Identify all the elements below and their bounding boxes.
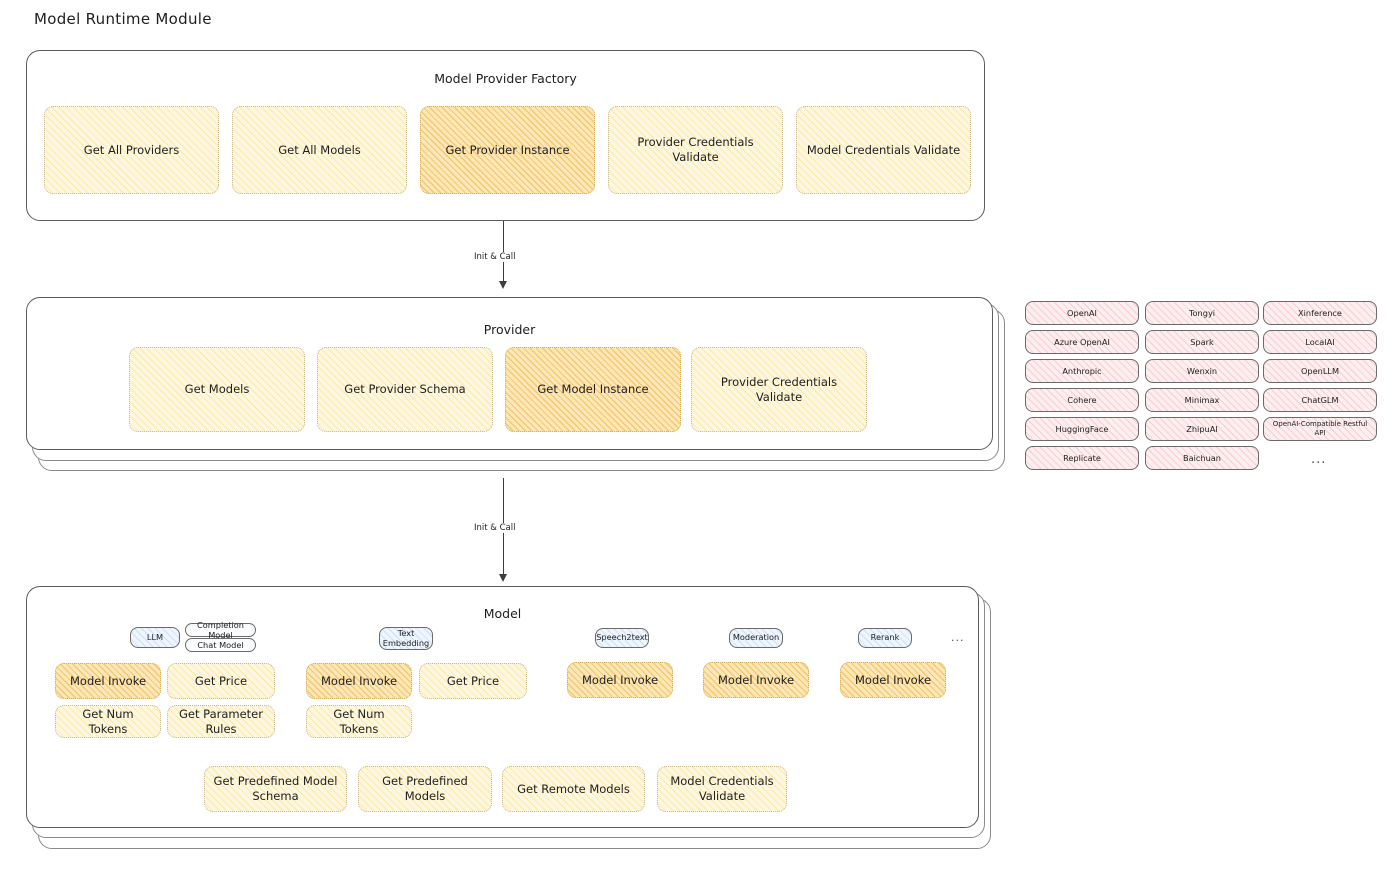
page-title: Model Runtime Module <box>34 10 212 28</box>
provider-list-more-ellipsis: ... <box>1311 452 1327 467</box>
factory-node-model-credentials-validate[interactable]: Model Credentials Validate <box>796 106 971 194</box>
provider-node-get-model-instance[interactable]: Get Model Instance <box>505 347 681 432</box>
provider-list-item-huggingface[interactable]: HuggingFace <box>1025 417 1139 441</box>
model-type-badge-llm[interactable]: LLM <box>130 627 180 648</box>
provider-list-item-azure-openai[interactable]: Azure OpenAI <box>1025 330 1139 354</box>
model-title: Model <box>483 606 522 621</box>
arrow-factory-to-provider-label: Init & Call <box>470 252 520 262</box>
provider-node-provider-credentials-validate[interactable]: Provider Credentials Validate <box>691 347 867 432</box>
provider-list-item-baichuan[interactable]: Baichuan <box>1145 446 1259 470</box>
model-type-badge-rerank[interactable]: Rerank <box>858 628 912 648</box>
arrow-factory-to-provider-head <box>499 281 507 289</box>
provider-list-item-anthropic[interactable]: Anthropic <box>1025 359 1139 383</box>
model-method-llm-get-num-tokens[interactable]: Get Num Tokens <box>55 705 161 738</box>
provider-list-item-wenxin[interactable]: Wenxin <box>1145 359 1259 383</box>
model-subtype-badge-chat-model[interactable]: Chat Model <box>185 638 256 652</box>
model-method-moderation-model-invoke[interactable]: Model Invoke <box>703 662 809 698</box>
provider-list-item-spark[interactable]: Spark <box>1145 330 1259 354</box>
model-type-badge-speech2text[interactable]: Speech2text <box>595 628 649 648</box>
model-method-llm-get-price[interactable]: Get Price <box>167 663 275 699</box>
provider-list-item-openllm[interactable]: OpenLLM <box>1263 359 1377 383</box>
model-method-speech2text-model-invoke[interactable]: Model Invoke <box>567 662 673 698</box>
provider-list-item-cohere[interactable]: Cohere <box>1025 388 1139 412</box>
provider-list-item-xinference[interactable]: Xinference <box>1263 301 1377 325</box>
model-common-method-model-credentials-validate[interactable]: Model Credentials Validate <box>657 766 787 812</box>
model-method-llm-model-invoke[interactable]: Model Invoke <box>55 663 161 699</box>
model-types-more-ellipsis: ... <box>951 631 965 644</box>
model-method-text-embedding-get-price[interactable]: Get Price <box>419 663 527 699</box>
model-common-method-get-predefined-model-schema[interactable]: Get Predefined Model Schema <box>204 766 347 812</box>
model-common-method-get-predefined-models[interactable]: Get Predefined Models <box>358 766 492 812</box>
model-provider-factory-title: Model Provider Factory <box>434 71 577 86</box>
provider-node-get-models[interactable]: Get Models <box>129 347 305 432</box>
factory-node-get-provider-instance[interactable]: Get Provider Instance <box>420 106 595 194</box>
factory-node-provider-credentials-validate[interactable]: Provider Credentials Validate <box>608 106 783 194</box>
factory-node-get-all-models[interactable]: Get All Models <box>232 106 407 194</box>
factory-node-get-all-providers[interactable]: Get All Providers <box>44 106 219 194</box>
model-method-llm-get-parameter-rules[interactable]: Get Parameter Rules <box>167 705 275 738</box>
model-method-text-embedding-get-num-tokens[interactable]: Get Num Tokens <box>306 705 412 738</box>
provider-list-item-openai[interactable]: OpenAI <box>1025 301 1139 325</box>
model-type-badge-text-embedding[interactable]: Text Embedding <box>379 627 433 650</box>
provider-node-get-provider-schema[interactable]: Get Provider Schema <box>317 347 493 432</box>
provider-title: Provider <box>483 322 536 337</box>
provider-list-item-replicate[interactable]: Replicate <box>1025 446 1139 470</box>
provider-list-item-tongyi[interactable]: Tongyi <box>1145 301 1259 325</box>
arrow-provider-to-model-head <box>499 574 507 582</box>
model-method-rerank-model-invoke[interactable]: Model Invoke <box>840 662 946 698</box>
model-method-text-embedding-model-invoke[interactable]: Model Invoke <box>306 663 412 699</box>
arrow-provider-to-model-label: Init & Call <box>470 523 520 533</box>
provider-list-item-zhipuai[interactable]: ZhipuAI <box>1145 417 1259 441</box>
provider-list-item-localai[interactable]: LocalAI <box>1263 330 1377 354</box>
model-common-method-get-remote-models[interactable]: Get Remote Models <box>502 766 645 812</box>
model-subtype-badge-completion-model[interactable]: Completion Model <box>185 620 256 640</box>
model-type-badge-moderation[interactable]: Moderation <box>729 628 783 648</box>
provider-list-item-openai-compatible-restful-api[interactable]: OpenAI-Compatible Restful API <box>1263 417 1377 441</box>
provider-list-item-chatglm[interactable]: ChatGLM <box>1263 388 1377 412</box>
provider-list-item-minimax[interactable]: Minimax <box>1145 388 1259 412</box>
